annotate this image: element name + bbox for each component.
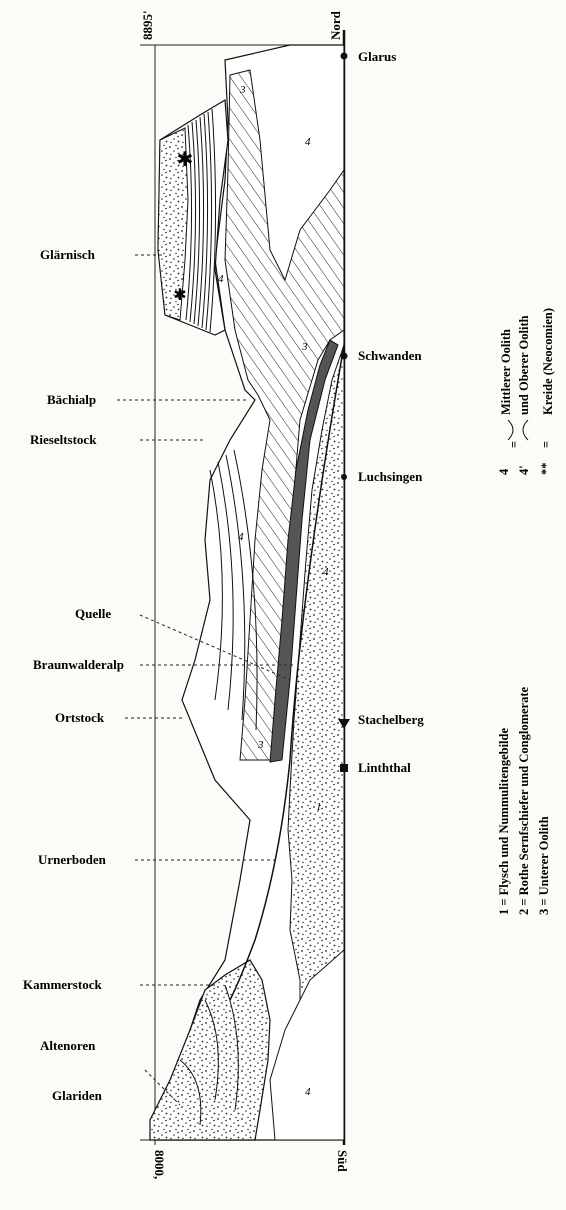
elevation-top: 8895' <box>140 10 155 40</box>
legend-item-2: 2 = Rothe Sernfschiefer und Conglomerate <box>517 687 531 915</box>
elevation-bottom: 8000, <box>152 1150 167 1179</box>
layer-number-4-top: 4 <box>305 136 311 148</box>
label-linththal: Linththal <box>358 760 411 775</box>
label-stachelberg: Stachelberg <box>358 712 424 727</box>
label-glariden: Glariden <box>52 1088 103 1103</box>
legend-kreide: Kreide (Neocomien) <box>541 308 555 415</box>
label-quelle: Quelle <box>75 606 111 621</box>
legend-mittlerer-oolith: Mittlerer Oolith <box>499 329 513 415</box>
legend-item-1: 1 = Flysch und Nummulitengebilde <box>497 728 511 915</box>
layer-number-1: 1 <box>316 801 322 813</box>
legend: 1 = Flysch und Nummulitengebilde 2 = Rot… <box>497 308 555 915</box>
label-ortstock: Ortstock <box>55 710 105 725</box>
legend-eq-kreide: = <box>539 441 553 448</box>
legend-brace <box>508 420 528 440</box>
marker-schwanden <box>341 353 348 360</box>
legend-eq-oolith: = <box>507 441 521 448</box>
label-rieseltstock: Rieseltstock <box>30 432 97 447</box>
label-glaernisch: Glärnisch <box>40 247 96 262</box>
legend-item-3: 3 = Unterer Oolith <box>537 816 551 915</box>
star-marker-1: ✱ <box>177 149 194 171</box>
layer-number-4-braunwald: 4 <box>238 531 244 543</box>
star-marker-2: ✱ <box>173 287 186 304</box>
label-braunwalderalp: Braunwalderalp <box>33 657 124 672</box>
label-kammerstock: Kammerstock <box>23 977 102 992</box>
label-urnerboden: Urnerboden <box>38 852 107 867</box>
layer-number-4-south: 4 <box>305 1086 311 1098</box>
legend-kreide-symbol: ** <box>539 463 553 476</box>
layer-number-4-valley: 4 <box>323 566 329 578</box>
legend-symbol-4: 4 <box>497 468 511 475</box>
north-label: Nord <box>328 10 343 40</box>
legend-symbol-4p: 4' <box>517 465 531 475</box>
glariden-flysch <box>150 960 270 1140</box>
marker-luchsingen <box>341 474 347 480</box>
south-label: Süd <box>335 1150 350 1172</box>
layer-number-3-mid: 3 <box>301 341 308 353</box>
legend-oberer-oolith: und Oberer Oolith <box>517 315 531 415</box>
layer-number-3-top: 3 <box>239 84 246 96</box>
label-baechialp: Bächialp <box>47 392 96 407</box>
label-luchsingen: Luchsingen <box>358 469 423 484</box>
marker-glarus <box>341 53 348 60</box>
label-glarus: Glarus <box>358 49 396 64</box>
label-altenoren: Altenoren <box>40 1038 96 1053</box>
marker-linththal <box>340 764 348 772</box>
label-schwanden: Schwanden <box>358 348 422 363</box>
layer-number-4-glaernisch: 4 <box>218 273 224 285</box>
layer-number-3-low: 3 <box>257 739 264 751</box>
